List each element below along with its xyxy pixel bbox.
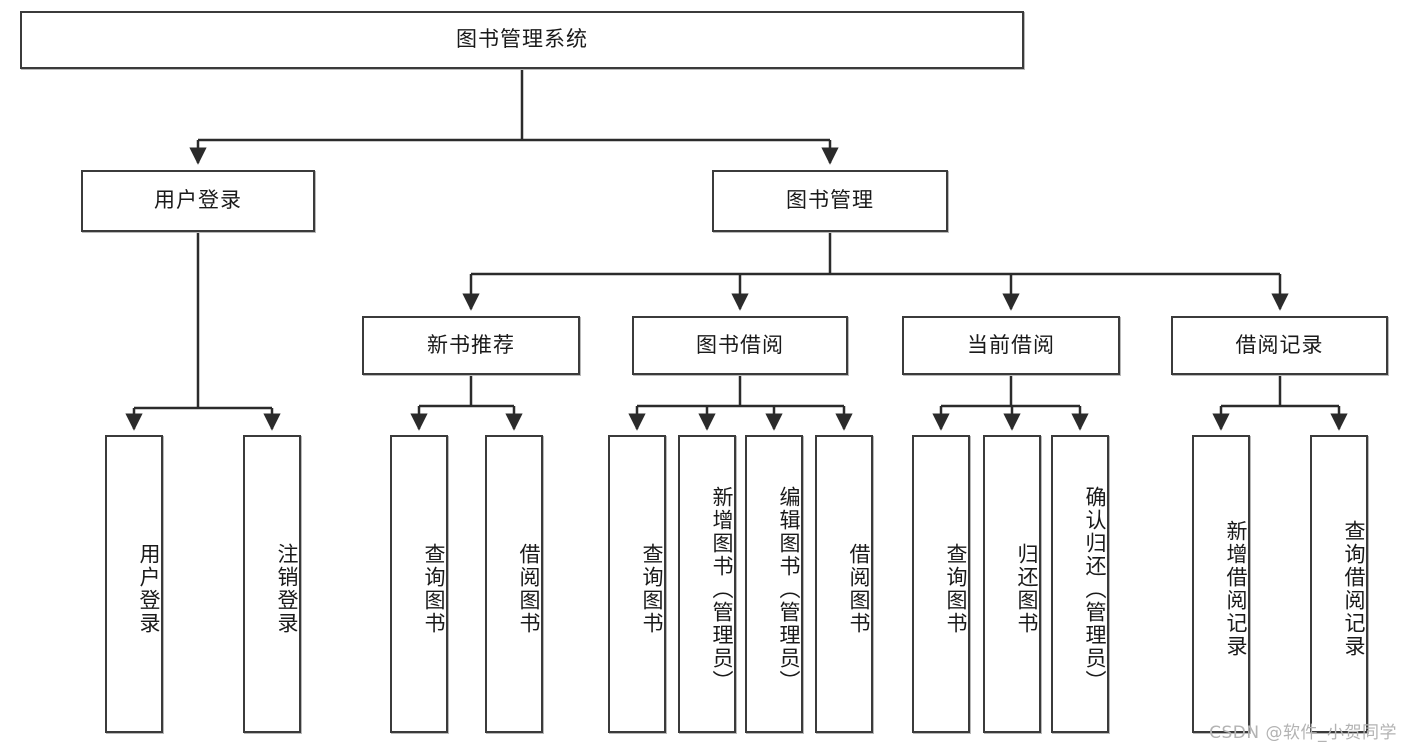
node-leaf-user-login[interactable]: 用户登录 xyxy=(105,435,163,733)
watermark-text: CSDN @软件_小贺同学 xyxy=(1209,723,1397,743)
node-leaf-add-book-admin[interactable]: 新增图书（管理员） xyxy=(678,435,736,733)
node-leaf-confirm-return-admin[interactable]: 确认归还（管理员） xyxy=(1051,435,1109,733)
node-leaf-query-borrow-record[interactable]: 查询借阅记录 xyxy=(1310,435,1368,733)
node-leaf-logout[interactable]: 注销登录 xyxy=(243,435,301,733)
node-leaf-borrow-books-newbook[interactable]: 借阅图书 xyxy=(485,435,543,733)
node-book-borrowing[interactable]: 图书借阅 xyxy=(632,316,848,375)
node-leaf-edit-book-admin[interactable]: 编辑图书（管理员） xyxy=(745,435,803,733)
node-current-borrowing[interactable]: 当前借阅 xyxy=(902,316,1120,375)
node-leaf-query-books-current[interactable]: 查询图书 xyxy=(912,435,970,733)
node-user-login[interactable]: 用户登录 xyxy=(81,170,315,232)
node-leaf-query-books-newbook[interactable]: 查询图书 xyxy=(390,435,448,733)
node-new-book-recommendation[interactable]: 新书推荐 xyxy=(362,316,580,375)
node-borrowing-records[interactable]: 借阅记录 xyxy=(1171,316,1388,375)
node-leaf-query-books-borrow[interactable]: 查询图书 xyxy=(608,435,666,733)
node-leaf-return-books[interactable]: 归还图书 xyxy=(983,435,1041,733)
node-book-management[interactable]: 图书管理 xyxy=(712,170,948,232)
node-leaf-borrow-books[interactable]: 借阅图书 xyxy=(815,435,873,733)
node-leaf-add-borrow-record[interactable]: 新增借阅记录 xyxy=(1192,435,1250,733)
node-root-book-management-system[interactable]: 图书管理系统 xyxy=(20,11,1024,69)
